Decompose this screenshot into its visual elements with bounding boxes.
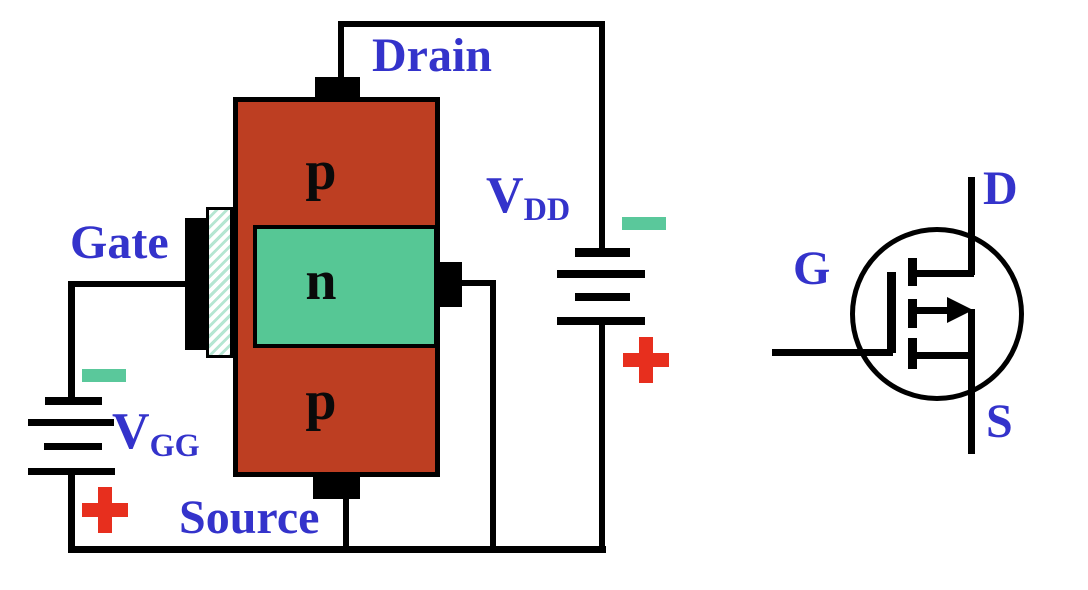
n-contact-wire-vertical [490, 280, 496, 553]
drain-top-wire [338, 21, 605, 27]
symbol-source-lead [968, 309, 975, 454]
symbol-gate-bar [887, 272, 896, 353]
n-channel-region [253, 225, 438, 348]
symbol-source-label: S [986, 395, 1013, 448]
symbol-drain-bar [915, 270, 974, 277]
vgg-lower-wire [68, 474, 75, 553]
symbol-channel-segment-top [908, 258, 917, 286]
vgg-subscript: GG [149, 427, 200, 464]
vgg-symbol: V [112, 403, 150, 460]
vdd-plus-sign [623, 337, 669, 383]
vgg-upper-wire [68, 281, 75, 399]
gate-wire [71, 281, 186, 287]
vgg-minus-sign [82, 369, 126, 382]
source-contact-wire [343, 497, 349, 553]
p-region-top-label: p [305, 140, 337, 202]
symbol-channel-segment-bottom [908, 338, 917, 369]
vdd-upper-wire [599, 21, 605, 250]
vgg-battery-plate-4 [28, 468, 115, 475]
vdd-symbol: V [486, 167, 524, 224]
vgg-battery-plate-1 [45, 397, 102, 405]
symbol-channel-segment-middle [908, 299, 917, 328]
symbol-gate-label: G [793, 242, 831, 295]
vgg-battery-plate-2 [28, 419, 114, 426]
n-contact-wire-horizontal [460, 280, 496, 286]
vdd-battery-plate-4 [557, 317, 645, 325]
mosfet-symbol-circle [850, 227, 1024, 401]
gate-oxide-hatch [206, 207, 233, 358]
vdd-subscript: DD [523, 191, 571, 228]
drain-contact-wire [338, 21, 344, 79]
n-region-label: n [305, 250, 337, 312]
source-contact [313, 475, 360, 499]
gate-label: Gate [70, 216, 169, 269]
vgg-battery-plate-3 [44, 443, 102, 450]
vdd-battery-plate-3 [575, 293, 630, 301]
symbol-drain-lead [968, 177, 975, 275]
vdd-battery-plate-1 [575, 248, 630, 257]
symbol-source-bar [915, 352, 974, 359]
vgg-label: VGG [112, 403, 200, 464]
p-region-bottom-label: p [305, 370, 337, 432]
drain-label: Drain [372, 29, 492, 82]
vdd-label: VDD [486, 167, 571, 228]
n-body-contact [436, 262, 462, 307]
symbol-bulk-bar [915, 307, 953, 314]
symbol-drain-label: D [983, 162, 1018, 215]
bottom-rail-wire [68, 546, 606, 553]
source-label: Source [179, 491, 320, 544]
vdd-lower-wire [599, 324, 605, 553]
symbol-gate-lead [772, 349, 893, 356]
vdd-minus-sign [622, 217, 666, 230]
vgg-plus-sign [82, 487, 128, 533]
drain-contact [315, 77, 360, 98]
vdd-battery-plate-2 [557, 270, 645, 278]
gate-contact [185, 218, 209, 350]
